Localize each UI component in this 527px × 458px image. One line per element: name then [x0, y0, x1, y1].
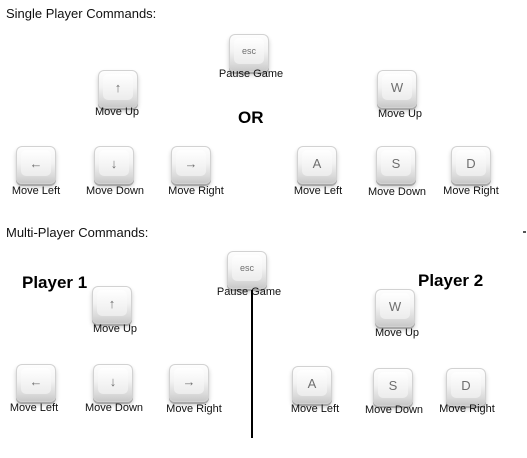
- w-key: W: [375, 289, 415, 327]
- move-down-label: Move Down: [84, 402, 144, 414]
- move-up-label: Move Up: [374, 327, 420, 339]
- arrow-left-key: ←: [16, 364, 56, 402]
- move-up-label: Move Up: [94, 106, 140, 118]
- arrow-right-key: →: [171, 146, 211, 184]
- pause-game-label: Pause Game: [216, 286, 282, 298]
- move-up-label: Move Up: [377, 108, 423, 120]
- arrow-up-icon: ↑: [103, 74, 133, 100]
- or-label: OR: [238, 108, 264, 127]
- move-down-label: Move Down: [85, 185, 145, 197]
- player-divider-line: [251, 290, 253, 438]
- move-left-label: Move Left: [9, 402, 59, 414]
- arrow-down-icon: ↓: [98, 368, 128, 394]
- move-left-label: Move Left: [290, 403, 340, 415]
- move-right-label: Move Right: [443, 185, 499, 197]
- multi-player-heading: Multi-Player Commands:: [6, 225, 149, 240]
- s-key: S: [373, 368, 413, 406]
- single-player-heading: Single Player Commands:: [6, 6, 157, 21]
- move-down-label: Move Down: [364, 404, 424, 416]
- arrow-down-key: ↓: [94, 146, 134, 184]
- pause-game-label: Pause Game: [218, 68, 284, 80]
- move-right-label: Move Right: [439, 403, 495, 415]
- arrow-up-icon: ↑: [97, 290, 127, 316]
- s-key: S: [376, 146, 416, 184]
- esc-key: esc: [229, 34, 269, 72]
- arrow-down-icon: ↓: [99, 150, 129, 176]
- arrow-down-key: ↓: [93, 364, 133, 402]
- move-left-label: Move Left: [11, 185, 61, 197]
- player-1-label: Player 1: [22, 273, 88, 292]
- arrow-right-key: →: [169, 364, 209, 402]
- d-key: D: [446, 368, 486, 406]
- arrow-right-icon: →: [174, 368, 204, 394]
- player-2-label: Player 2: [418, 271, 484, 290]
- arrow-up-key: ↑: [98, 70, 138, 108]
- arrow-up-key: ↑: [92, 286, 132, 324]
- arrow-left-key: ←: [16, 146, 56, 184]
- arrow-left-icon: ←: [21, 150, 51, 176]
- move-down-label: Move Down: [367, 186, 427, 198]
- a-key: A: [292, 366, 332, 404]
- edge-mark: [523, 231, 526, 233]
- move-right-label: Move Right: [166, 403, 222, 415]
- d-key: D: [451, 146, 491, 184]
- w-key: W: [377, 70, 417, 108]
- esc-key: esc: [227, 251, 267, 289]
- arrow-right-icon: →: [176, 150, 206, 176]
- move-up-label: Move Up: [92, 323, 138, 335]
- move-left-label: Move Left: [293, 185, 343, 197]
- a-key: A: [297, 146, 337, 184]
- arrow-left-icon: ←: [21, 368, 51, 394]
- move-right-label: Move Right: [168, 185, 224, 197]
